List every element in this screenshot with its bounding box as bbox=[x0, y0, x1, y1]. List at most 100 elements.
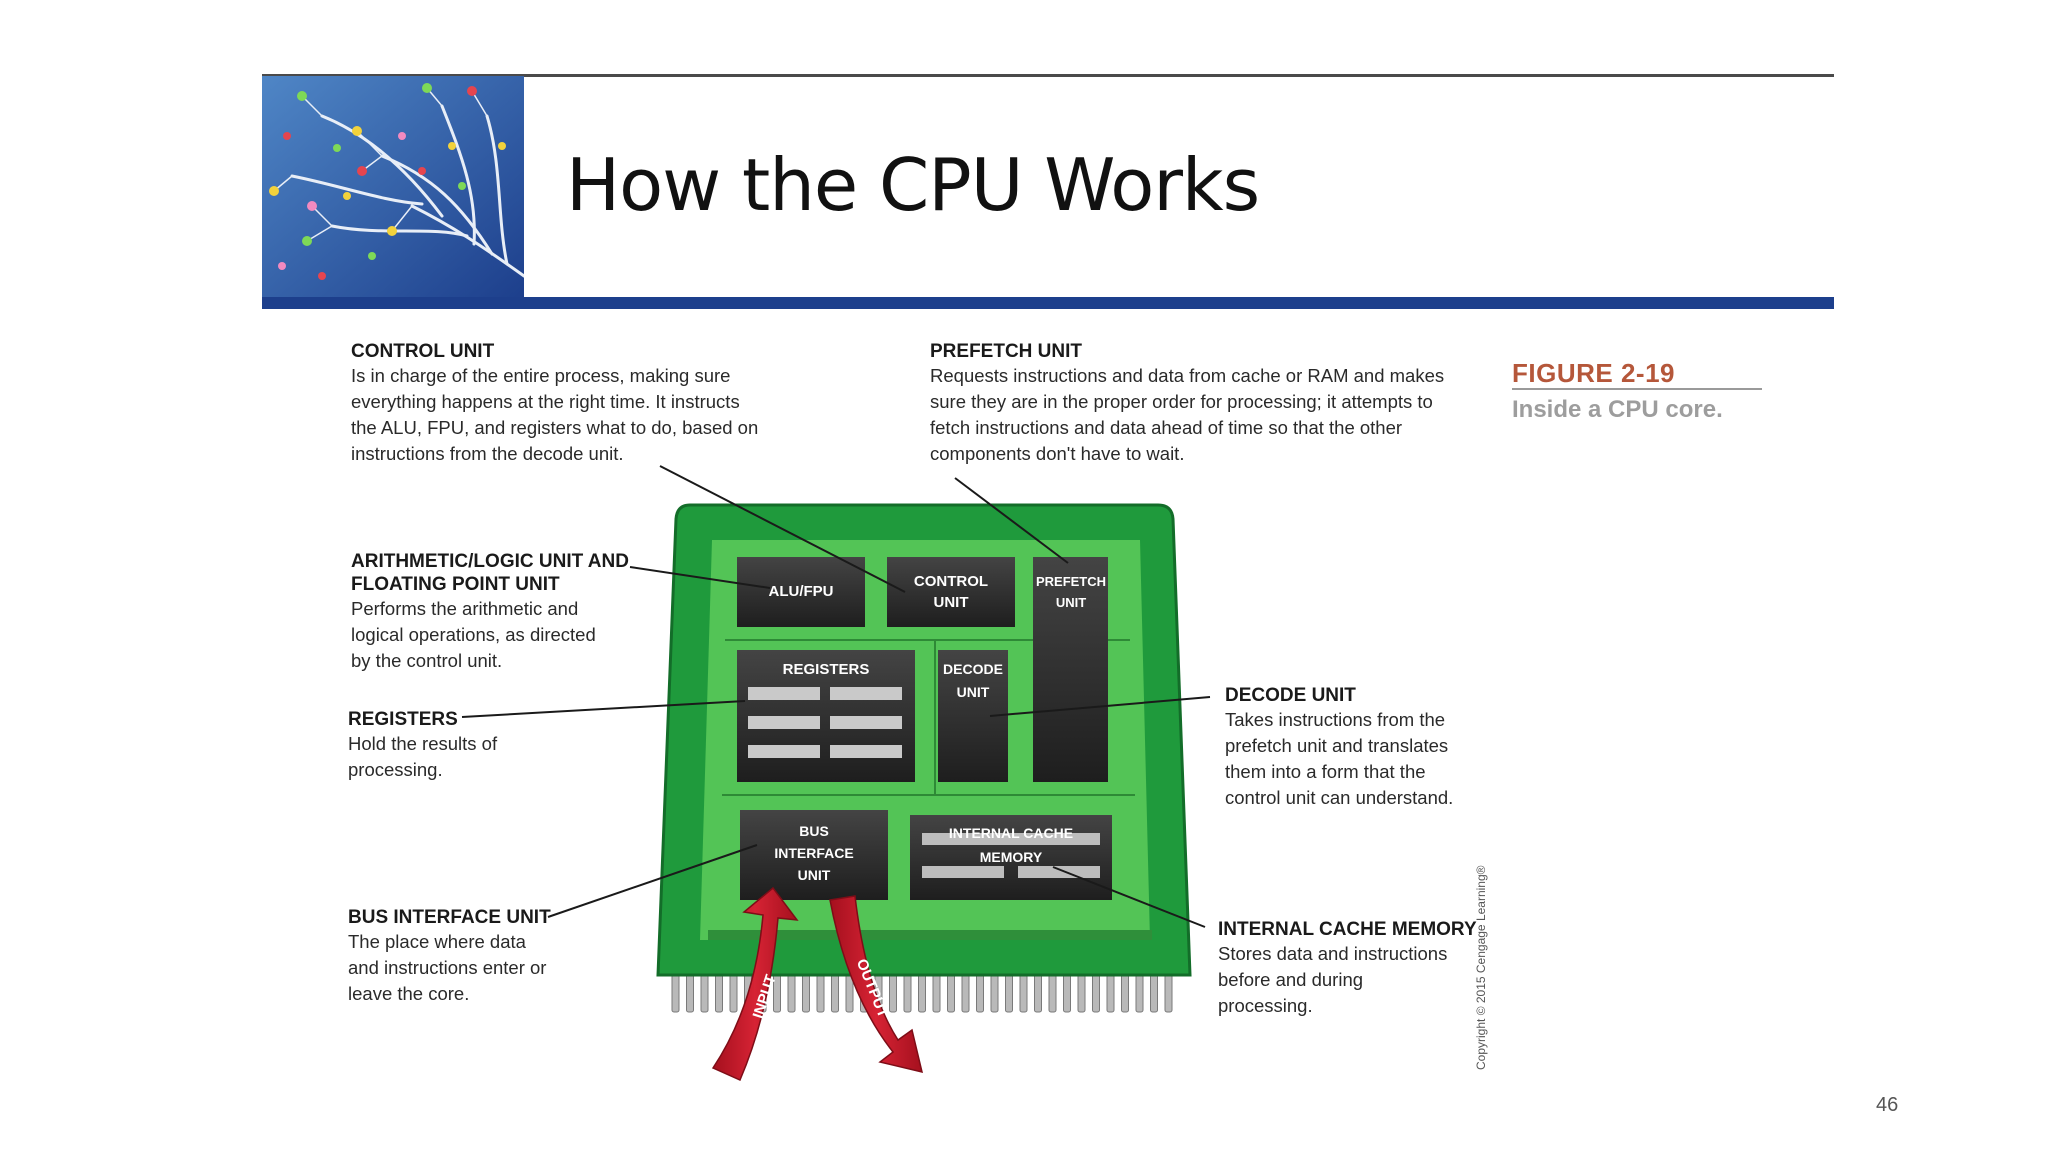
chip-pin bbox=[1048, 971, 1057, 1013]
chip-pin bbox=[947, 971, 955, 1013]
chip-pin bbox=[1019, 971, 1028, 1013]
top-rule bbox=[262, 74, 1834, 77]
alu-fpu-block bbox=[737, 557, 865, 627]
chip-pin bbox=[787, 971, 796, 1013]
header-tree-image bbox=[262, 76, 524, 298]
chip-pin bbox=[918, 971, 926, 1013]
annotation-line: and instructions enter or bbox=[348, 957, 547, 978]
annotation-line: the ALU, FPU, and registers what to do, … bbox=[351, 417, 759, 438]
chip-pin bbox=[1005, 971, 1013, 1013]
annotation-heading: BUS INTERFACE UNIT bbox=[348, 907, 551, 928]
chip-pin bbox=[1034, 971, 1042, 1013]
chip-pin bbox=[729, 971, 738, 1013]
chip-pin bbox=[671, 971, 680, 1013]
cache-label-1: INTERNAL CACHE bbox=[949, 825, 1073, 841]
figure-caption: Inside a CPU core. bbox=[1512, 396, 1723, 423]
prefetch-unit-label-2: UNIT bbox=[1056, 595, 1086, 610]
annotation-line: sure they are in the proper order for pr… bbox=[930, 391, 1433, 412]
annotation-line: Hold the results of bbox=[348, 733, 498, 754]
annotation-line: before and during bbox=[1218, 969, 1364, 990]
annotation-line: Performs the arithmetic and bbox=[351, 598, 579, 619]
annotation-bus-interface-unit: BUS INTERFACE UNIT The place where data … bbox=[348, 906, 551, 1007]
annotation-heading: DECODE UNIT bbox=[1225, 685, 1356, 706]
registers-label: REGISTERS bbox=[783, 661, 870, 678]
chip-pin bbox=[1063, 971, 1071, 1013]
input-arrow bbox=[711, 886, 799, 1081]
annotation-line: everything happens at the right time. It… bbox=[351, 391, 740, 412]
chip-pin bbox=[932, 971, 941, 1013]
figure-rule bbox=[1512, 388, 1762, 390]
annotation-line: Stores data and instructions bbox=[1218, 943, 1448, 964]
chip-pin bbox=[1106, 971, 1115, 1013]
decode-unit-label-2: UNIT bbox=[957, 684, 990, 700]
bus-interface-label-3: UNIT bbox=[798, 867, 831, 883]
annotation-decode-unit: DECODE UNIT Takes instructions from the … bbox=[1225, 684, 1453, 811]
chip-pin bbox=[976, 971, 984, 1013]
chip-pin bbox=[831, 971, 839, 1013]
chip-pin bbox=[802, 971, 810, 1013]
bus-interface-label-1: BUS bbox=[799, 823, 829, 839]
decode-unit-label-1: DECODE bbox=[943, 661, 1003, 677]
chip-pin bbox=[961, 971, 970, 1013]
figure-label: FIGURE 2-19 bbox=[1512, 358, 1675, 388]
annotation-heading: ARITHMETIC/LOGIC UNIT AND bbox=[351, 551, 629, 572]
chip-pin bbox=[889, 971, 897, 1013]
chip-pin bbox=[700, 971, 709, 1013]
annotation-registers: REGISTERS Hold the results of processing… bbox=[348, 708, 497, 783]
internal-cache-memory-block bbox=[910, 815, 1112, 900]
annotation-alu-fpu: ARITHMETIC/LOGIC UNIT AND FLOATING POINT… bbox=[351, 550, 629, 674]
prefetch-unit-block bbox=[1033, 557, 1108, 782]
annotation-line: Requests instructions and data from cach… bbox=[930, 365, 1445, 386]
chip-pin bbox=[1135, 971, 1144, 1013]
cache-label-2: MEMORY bbox=[980, 849, 1043, 865]
chip-pin bbox=[816, 971, 825, 1013]
control-unit-block bbox=[887, 557, 1015, 627]
chip-pin bbox=[1077, 971, 1086, 1013]
chip-pin bbox=[903, 971, 912, 1013]
control-unit-label-2: UNIT bbox=[934, 594, 969, 611]
leader-lines bbox=[461, 465, 1211, 928]
annotation-heading: INTERNAL CACHE MEMORY bbox=[1218, 919, 1477, 940]
annotation-line: fetch instructions and data ahead of tim… bbox=[930, 417, 1403, 438]
chip-pin bbox=[1121, 971, 1129, 1013]
register-bars bbox=[748, 687, 902, 758]
chip-pin bbox=[1150, 971, 1158, 1013]
annotation-line: leave the core. bbox=[348, 983, 470, 1004]
annotation-line: instructions from the decode unit. bbox=[351, 443, 624, 464]
copyright-notice: Copyright © 2015 Cengage Learning® bbox=[1474, 865, 1488, 1071]
chip-pin bbox=[990, 971, 999, 1013]
bus-interface-label-2: INTERFACE bbox=[774, 845, 853, 861]
annotation-line: control unit can understand. bbox=[1225, 787, 1454, 808]
annotation-line: components don't have to wait. bbox=[930, 443, 1185, 464]
annotation-control-unit: CONTROL UNIT Is in charge of the entire … bbox=[351, 340, 758, 467]
annotation-heading: FLOATING POINT UNIT bbox=[351, 574, 560, 595]
prefetch-unit-label-1: PREFETCH bbox=[1036, 574, 1106, 589]
annotation-heading: REGISTERS bbox=[348, 709, 458, 730]
chip-pin bbox=[1164, 971, 1173, 1013]
page-number: 46 bbox=[1876, 1094, 1899, 1116]
annotation-line: processing. bbox=[348, 759, 443, 780]
chip-pin bbox=[715, 971, 723, 1013]
annotation-line: Is in charge of the entire process, maki… bbox=[351, 365, 731, 386]
output-arrow bbox=[829, 895, 924, 1074]
annotation-line: Takes instructions from the bbox=[1225, 709, 1446, 730]
annotation-line: logical operations, as directed bbox=[351, 624, 596, 645]
header-blue-bar bbox=[262, 297, 1834, 309]
annotation-prefetch-unit: PREFETCH UNIT Requests instructions and … bbox=[930, 340, 1444, 467]
chip-pin bbox=[686, 971, 694, 1013]
page-title: How the CPU Works bbox=[566, 143, 1260, 227]
annotation-line: The place where data bbox=[348, 931, 526, 952]
annotation-line: prefetch unit and translates bbox=[1225, 735, 1449, 756]
annotation-internal-cache-memory: INTERNAL CACHE MEMORY Stores data and in… bbox=[1218, 918, 1477, 1019]
bus-interface-unit-block bbox=[740, 810, 888, 900]
control-unit-label-1: CONTROL bbox=[914, 573, 988, 590]
alu-fpu-label: ALU/FPU bbox=[769, 583, 834, 600]
annotation-line: processing. bbox=[1218, 995, 1313, 1016]
cache-bars bbox=[922, 833, 1100, 878]
annotation-heading: PREFETCH UNIT bbox=[930, 341, 1082, 362]
chip-inner-edge bbox=[708, 930, 1152, 940]
annotation-line: by the control unit. bbox=[351, 650, 503, 671]
annotation-line: them into a form that the bbox=[1225, 761, 1426, 782]
